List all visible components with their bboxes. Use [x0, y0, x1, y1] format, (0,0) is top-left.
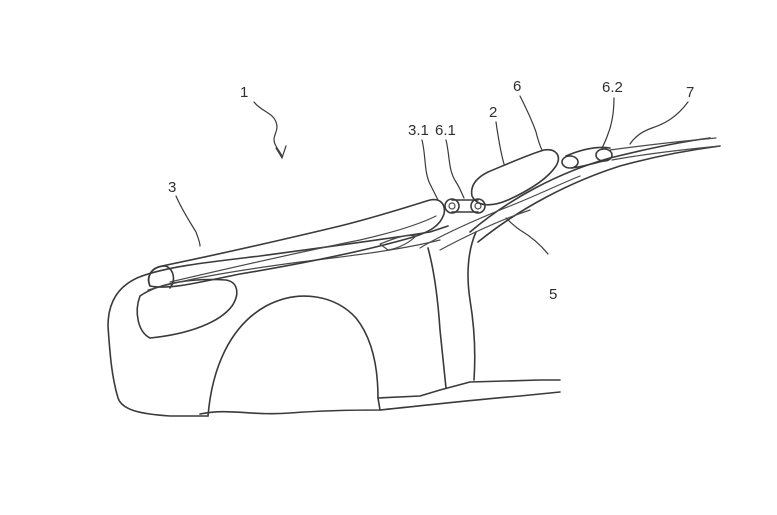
- airbag-2-outline: [470, 148, 560, 206]
- label-3: 3: [168, 179, 176, 196]
- label-1: 1: [240, 84, 248, 101]
- leader-lines: [175, 95, 689, 255]
- leader-1-arrowhead: [275, 145, 287, 160]
- airbag-3-front-cap: [148, 265, 175, 289]
- front-fender-outline: [107, 275, 209, 417]
- connector-6-1-hole-right: [474, 202, 482, 210]
- wheel-arch: [207, 295, 381, 417]
- car-body: [107, 137, 721, 417]
- connector-6-1-right-eye: [470, 198, 486, 214]
- reference-labels: 1 3 3.1 6.1 2 6 6.2 7 5: [168, 78, 694, 303]
- connector-6-1: [444, 198, 486, 214]
- airbag-2: [470, 148, 560, 206]
- rocker-line: [199, 391, 561, 415]
- connector-6-2-left-eye: [561, 155, 579, 169]
- leader-2: [495, 121, 505, 165]
- leader-5: [505, 217, 549, 255]
- leader-6-2: [601, 97, 615, 149]
- pillar-inner-edge: [467, 231, 477, 381]
- label-2: 2: [489, 104, 497, 121]
- label-3-1: 3.1: [408, 122, 429, 139]
- airbag-3-outline: [147, 198, 446, 288]
- pillar-diagonal-2: [439, 209, 531, 251]
- leader-6-1: [445, 139, 465, 199]
- leader-7: [629, 101, 689, 145]
- connector-6-2-rail: [609, 137, 717, 151]
- label-6-1: 6.1: [435, 122, 456, 139]
- label-6-2: 6.2: [602, 79, 623, 96]
- fender-crease: [147, 239, 441, 291]
- airbag-3-inner-line: [169, 215, 437, 283]
- label-7: 7: [686, 84, 694, 101]
- leader-6: [519, 95, 543, 151]
- label-5: 5: [549, 286, 557, 303]
- connector-6-2: [561, 137, 721, 169]
- connector-6-1-hole-left: [448, 202, 456, 210]
- leader-3-1: [421, 139, 439, 201]
- connector-6-1-bar: [451, 199, 479, 213]
- label-6: 6: [513, 78, 521, 95]
- connector-6-2-rail-lower: [611, 145, 721, 161]
- leader-3: [175, 195, 201, 247]
- headlight: [136, 278, 238, 339]
- pillar-front-edge: [427, 247, 447, 389]
- airbag-3-flap: [379, 234, 417, 251]
- lower-body-line: [377, 379, 561, 399]
- hood-line: [141, 225, 449, 277]
- airbag-3: [147, 198, 446, 289]
- connector-6-1-left-eye: [444, 198, 460, 214]
- connector-6-2-body: [565, 146, 611, 169]
- pillar-diagonal-1: [419, 175, 581, 249]
- leader-1: [253, 101, 283, 157]
